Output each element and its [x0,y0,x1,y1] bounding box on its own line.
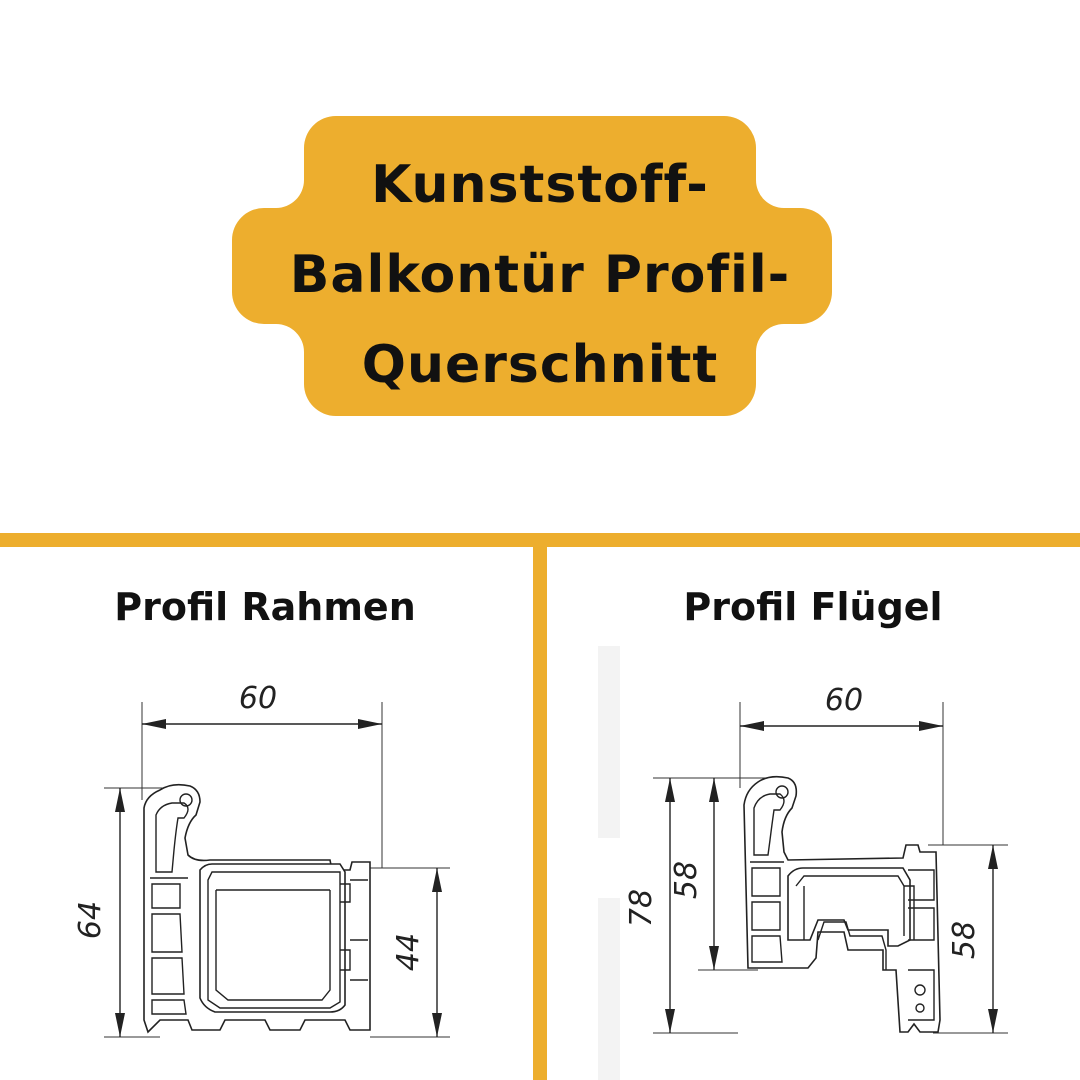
title-line-2: Balkontür Profil- [289,245,791,305]
dim-height-total-label: 78 [624,889,659,927]
sash-profile-drawing: 60 78 58 58 [598,646,1008,1080]
dim-height-total-label: 64 [73,901,108,939]
dim-height-right-label: 58 [947,921,982,959]
dim-height-inner-label: 58 [669,861,704,899]
vertical-divider [533,533,547,1080]
frame-profile-drawing: 60 64 44 [73,681,450,1038]
panel-title-frame: Profil Rahmen [114,585,416,629]
title-line-1: Kunststoff- [371,155,709,215]
title-line-3: Querschnitt [361,335,719,395]
title-badge [232,116,832,416]
title-badge-shape [232,116,832,416]
page-title: Kunststoff- Balkontür Profil- Querschnit… [0,140,1080,410]
frame-profile-section [143,783,371,1034]
dim-height-right-label: 44 [391,933,426,971]
dim-width-label: 60 [825,683,863,718]
dim-width-label: 60 [239,681,277,716]
sash-profile-section [743,775,941,1033]
panel-title-sash: Profil Flügel [683,585,943,629]
